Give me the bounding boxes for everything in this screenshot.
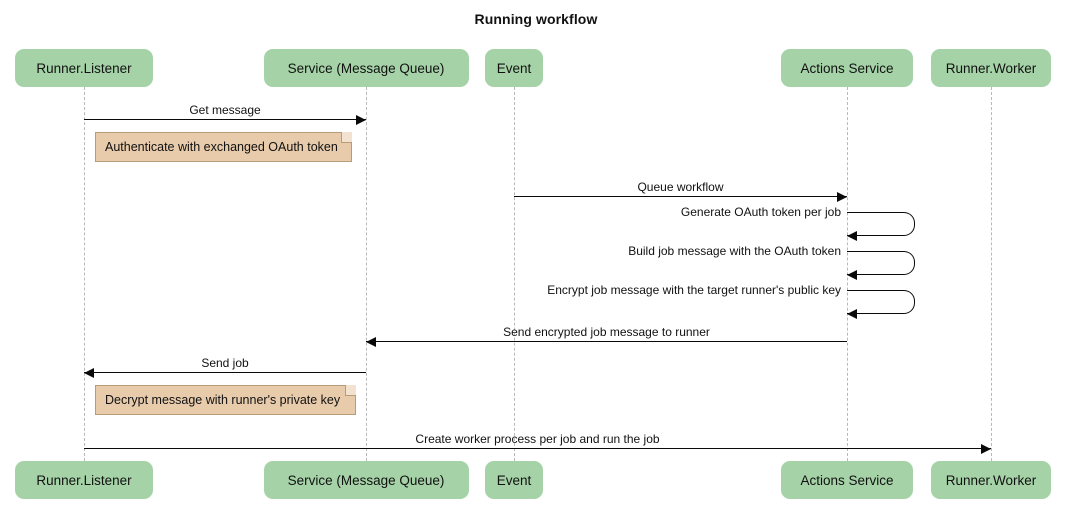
note-authenticate: Authenticate with exchanged OAuth token	[95, 132, 352, 162]
participant-header-event[interactable]: Event	[485, 49, 543, 87]
participant-footer-runner-worker[interactable]: Runner.Worker	[931, 461, 1051, 499]
note-label: Authenticate with exchanged OAuth token	[105, 140, 338, 154]
participant-footer-event[interactable]: Event	[485, 461, 543, 499]
message-label-send-encrypted-job-message: Send encrypted job message to runner	[503, 325, 710, 339]
participant-label: Service (Message Queue)	[287, 60, 445, 76]
message-label-send-job: Send job	[201, 356, 249, 370]
participant-label: Actions Service	[800, 472, 894, 488]
participant-header-service-mq[interactable]: Service (Message Queue)	[263, 49, 469, 87]
participant-label: Runner.Worker	[945, 472, 1037, 488]
participant-footer-actions-service[interactable]: Actions Service	[781, 461, 913, 499]
note-decrypt: Decrypt message with runner's private ke…	[95, 385, 356, 415]
self-message-loop-generate-oauth-token	[847, 212, 915, 236]
note-label: Decrypt message with runner's private ke…	[105, 393, 341, 407]
arrowhead-queue-workflow	[837, 191, 847, 202]
arrowhead-encrypt-job-message	[847, 308, 857, 319]
lifeline-event	[514, 87, 515, 461]
message-line-queue-workflow	[514, 196, 847, 197]
participant-label: Service (Message Queue)	[287, 472, 445, 488]
self-message-loop-build-job-message	[847, 251, 915, 275]
message-label-build-job-message: Build job message with the OAuth token	[628, 244, 841, 258]
participant-label: Runner.Worker	[945, 60, 1037, 76]
message-label-queue-workflow: Queue workflow	[637, 180, 724, 194]
message-line-create-worker-process	[84, 448, 991, 449]
message-label-get-message: Get message	[189, 103, 261, 117]
arrowhead-create-worker-process	[981, 443, 991, 454]
participant-header-actions-service[interactable]: Actions Service	[781, 49, 913, 87]
message-label-generate-oauth-token: Generate OAuth token per job	[680, 205, 841, 219]
participant-label: Event	[496, 472, 532, 488]
participant-label: Actions Service	[800, 60, 894, 76]
participant-label: Runner.Listener	[36, 60, 132, 76]
participant-label: Runner.Listener	[36, 472, 132, 488]
arrowhead-generate-oauth-token	[847, 230, 857, 241]
message-label-encrypt-job-message: Encrypt job message with the target runn…	[547, 283, 841, 297]
note-fold-corner-icon	[345, 385, 356, 396]
arrowhead-get-message	[356, 114, 366, 125]
message-line-send-encrypted-job-message	[366, 341, 847, 342]
lifeline-service-mq	[366, 87, 367, 461]
arrowhead-send-encrypted-job-message	[366, 336, 376, 347]
arrowhead-build-job-message	[847, 269, 857, 280]
participant-header-runner-worker[interactable]: Runner.Worker	[931, 49, 1051, 87]
note-fold-corner-icon	[341, 132, 352, 143]
lifeline-runner-listener	[84, 87, 85, 461]
message-line-send-job	[84, 372, 366, 373]
self-message-loop-encrypt-job-message	[847, 290, 915, 314]
participant-header-runner-listener[interactable]: Runner.Listener	[15, 49, 153, 87]
participant-footer-service-mq[interactable]: Service (Message Queue)	[263, 461, 469, 499]
lifeline-runner-worker	[991, 87, 992, 461]
page-title: Running workflow	[474, 11, 598, 27]
message-line-get-message	[84, 119, 366, 120]
message-label-create-worker-process: Create worker process per job and run th…	[415, 432, 660, 446]
arrowhead-send-job	[84, 367, 94, 378]
participant-label: Event	[496, 60, 532, 76]
participant-footer-runner-listener[interactable]: Runner.Listener	[15, 461, 153, 499]
